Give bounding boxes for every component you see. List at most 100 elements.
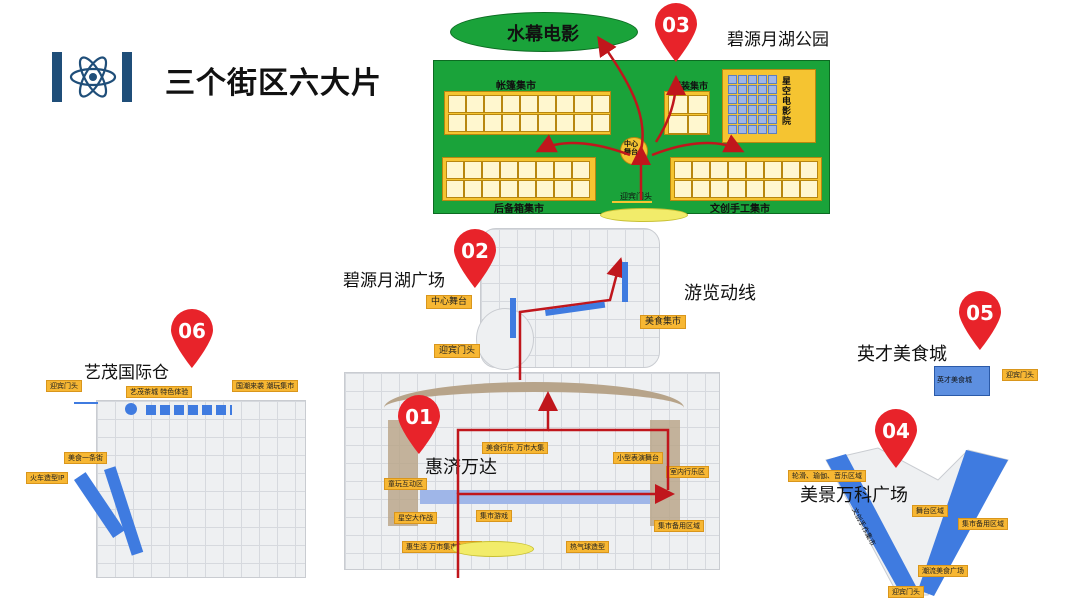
wanda-route-right (548, 428, 670, 490)
seat-cell (764, 180, 782, 198)
seat-cell (572, 180, 590, 198)
pin-03: 03 (655, 2, 697, 62)
seat-cell (466, 95, 484, 113)
cinema-seat (738, 85, 747, 94)
plaza-round-building (476, 308, 534, 370)
yimao-label-train: 火车造型IP (26, 472, 69, 484)
seat-cell (448, 95, 466, 113)
seat-cell (692, 161, 710, 179)
park-route-north (597, 35, 644, 151)
wanda-label-food: 美食行乐 万市大集 (482, 442, 549, 454)
vanke-label-food: 潮流美食广场 (918, 565, 968, 577)
yimao-label-gate: 迎宾门头 (46, 380, 82, 392)
seat-cell (500, 161, 518, 179)
seat-cell (446, 161, 464, 179)
park-plan: 帐篷集市 服装集市 星空电影院 中心舞台 后备箱集市 文创手工集市 迎宾门头 (433, 60, 830, 215)
cinema-seat (738, 95, 747, 104)
tent-market-label: 帐篷集市 (496, 81, 536, 92)
cinema-seat (768, 115, 777, 124)
cinema-seat (728, 105, 737, 114)
seat-cell (484, 114, 502, 132)
trunk-market-label: 后备箱集市 (494, 204, 544, 215)
cinema-seat (768, 125, 777, 134)
seat-cell (500, 180, 518, 198)
svg-text:04: 04 (882, 419, 910, 443)
cinema-seat (728, 125, 737, 134)
yimao-label-tea: 艺茂茶城 特色体验 (126, 386, 193, 398)
svg-text:03: 03 (662, 13, 690, 37)
park-route-east (651, 134, 745, 157)
clothing-market-label: 服装集市 (672, 82, 709, 92)
cinema-seat (728, 115, 737, 124)
wanda-label-stage: 小型表演舞台 (613, 452, 663, 464)
seat-cell (574, 95, 592, 113)
cinema-seat (758, 85, 767, 94)
cinema-seat (768, 85, 777, 94)
cinema-seat (748, 95, 757, 104)
wanda-label-games: 集市游戏 (476, 510, 512, 522)
wanda-label-indoor: 室内行乐区 (666, 466, 709, 478)
plaza-name: 碧源月湖广场 (343, 271, 445, 291)
svg-text:06: 06 (178, 319, 206, 343)
wanda-arc (384, 382, 684, 434)
seat-cell (520, 95, 538, 113)
wanda-label-star: 星空大作战 (394, 512, 437, 524)
pin-06: 06 (171, 308, 213, 368)
pin-04: 04 (875, 408, 917, 468)
route-label: 游览动线 (684, 283, 756, 304)
yimao-gate-bar (74, 402, 98, 404)
seat-cell (502, 95, 520, 113)
seat-cell (448, 114, 466, 132)
cinema-seat (728, 75, 737, 84)
seat-cell (746, 180, 764, 198)
yingcai-block (934, 366, 990, 396)
seat-cell (800, 180, 818, 198)
svg-text:01: 01 (405, 405, 433, 429)
yingcai-name: 英才美食城 (857, 344, 947, 365)
seat-cell (572, 161, 590, 179)
wanda-route-lower (456, 484, 675, 578)
park-name: 碧源月湖公园 (727, 30, 829, 50)
water-screen-label: 水幕电影 (507, 24, 579, 45)
cinema-label: 星空电影院 (782, 77, 792, 127)
yimao-circle (125, 403, 137, 415)
seat-cell (518, 161, 536, 179)
cinema-seat (768, 75, 777, 84)
seat-cell (688, 115, 708, 134)
cinema-seat (728, 85, 737, 94)
seat-cell (710, 180, 728, 198)
pin-02: 02 (454, 228, 496, 288)
seat-cell (502, 114, 520, 132)
yimao-label-guochao: 国潮来袭 潮玩集市 (232, 380, 299, 392)
pin-05: 05 (959, 290, 1001, 350)
svg-text:02: 02 (461, 239, 489, 263)
seat-cell (554, 180, 572, 198)
seat-cell (692, 180, 710, 198)
seat-cell (728, 180, 746, 198)
title-accent-bar-left (52, 52, 62, 102)
cinema-seat (768, 95, 777, 104)
seat-cell (674, 180, 692, 198)
seat-cell (764, 161, 782, 179)
yimao-name: 艺茂国际仓 (84, 363, 169, 383)
plaza-center-stage-label: 中心舞台 (426, 295, 473, 309)
seat-cell (518, 180, 536, 198)
seat-cell (538, 95, 556, 113)
seat-cell (674, 161, 692, 179)
plaza-gate-label: 迎宾门头 (434, 344, 481, 358)
cinema-seat (748, 125, 757, 134)
title-accent-bar-right (122, 52, 132, 102)
craft-market-label: 文创手工集市 (710, 204, 770, 215)
cinema-seat (748, 75, 757, 84)
cinema-seat (738, 115, 747, 124)
cinema-seat (728, 95, 737, 104)
seat-cell (446, 180, 464, 198)
yingcai-gate-label: 迎宾门头 (1002, 369, 1038, 381)
wanda-label-kids: 童玩互动区 (384, 478, 427, 490)
plaza-food-market-label: 美食集市 (640, 315, 687, 329)
cinema-seat (748, 105, 757, 114)
seat-cell (520, 114, 538, 132)
cinema-seat (748, 85, 757, 94)
seat-cell (536, 161, 554, 179)
seat-cell (554, 161, 572, 179)
